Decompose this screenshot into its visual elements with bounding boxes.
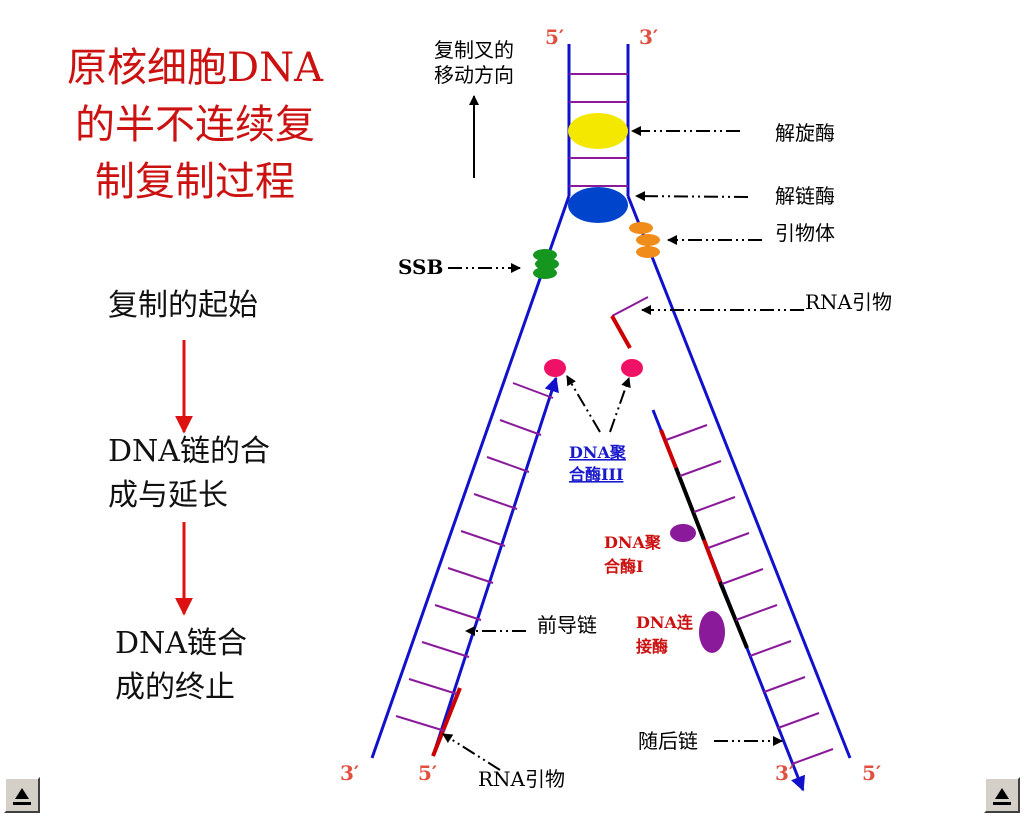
nav-base-bar [993, 802, 1011, 805]
end-label-bottom-left-inner: 5′ [418, 761, 437, 785]
triangle-up-icon [15, 788, 29, 799]
pol1-label: DNA聚 [604, 533, 662, 552]
nav-next-button[interactable] [984, 777, 1020, 813]
okazaki-primer [702, 539, 722, 583]
pol3-label: 合酶III [569, 465, 623, 484]
rna-primer-top-label: RNA引物 [805, 290, 892, 314]
base-pair-rung [763, 676, 806, 693]
fork-direction-label: 复制叉的 [434, 38, 514, 62]
ligase-icon [699, 611, 725, 653]
okazaki-fragment [718, 581, 749, 649]
base-pair-rung [473, 493, 518, 510]
unchaining-enzyme-icon [568, 187, 628, 223]
end-label-top-right: 3′ [639, 25, 658, 49]
step-initiation: 复制的起始 [108, 284, 258, 328]
end-label-bottom-right-outer: 5′ [862, 761, 881, 785]
leading-rna-primer [431, 687, 462, 757]
base-pair-rung [499, 419, 542, 436]
okazaki-primer [659, 429, 678, 469]
step-line: 成的终止 [115, 670, 235, 705]
helicase-label: 解旋酶 [775, 121, 835, 145]
step-elongation: DNA链的合 成与延长 [108, 430, 270, 518]
pol3-right-pointer-icon [609, 377, 631, 433]
pol1-icon [670, 524, 696, 542]
end-label-bottom-right-inner: 3′ [775, 761, 794, 785]
ligase-label: DNA连 [636, 613, 694, 632]
unchaining-enzyme-label: 解链酶 [775, 184, 835, 208]
base-pair-rung [693, 496, 736, 513]
rna-primer-bottom-pointer-icon [442, 733, 501, 771]
lagging-strand-rungs [665, 424, 834, 765]
base-pair-rung [735, 604, 778, 621]
lagging-strand-label: 随后链 [638, 729, 698, 753]
ssb-icon [533, 249, 559, 279]
primer-stub [611, 296, 649, 317]
parental-duplex [567, 44, 630, 196]
primosome-label: 引物体 [775, 221, 835, 245]
title-line: 原核细胞DNA [67, 45, 323, 91]
rna-primer-top [610, 296, 649, 349]
step-line: DNA链的合 [108, 434, 270, 469]
triangle-up-icon [995, 788, 1009, 799]
base-pair-rung [679, 460, 722, 477]
primer-segment [610, 315, 632, 349]
fork-direction-label: 移动方向 [434, 63, 514, 87]
unchaining-pointer-icon [635, 191, 749, 202]
pol3-leading-icon [544, 359, 566, 377]
pol1-label: 合酶I [604, 557, 644, 576]
slide-title: 原核细胞DNA 的半不连续复 制复制过程 [40, 40, 350, 211]
end-label-top-left: 5′ [545, 25, 564, 49]
lagging-template-strand [626, 195, 852, 759]
nav-base-bar [13, 802, 31, 805]
base-pair-rung [421, 641, 470, 658]
base-pair-rung [460, 530, 506, 547]
helicase-icon [568, 113, 628, 149]
nav-previous-button[interactable] [4, 777, 40, 813]
base-pair-rung [447, 567, 494, 584]
ligase-label: 接酶 [636, 637, 668, 656]
rna-primer-bottom-label: RNA引物 [478, 767, 565, 791]
base-pair-rung [395, 715, 446, 732]
leading-strand-label: 前导链 [537, 613, 597, 637]
base-pair-rung [749, 640, 792, 657]
pol3-label: DNA聚 [569, 443, 627, 462]
base-pair-rung [791, 748, 834, 765]
title-line: 制复制过程 [95, 159, 295, 205]
step-line: 成与延长 [108, 478, 228, 513]
ssb-label: SSB [398, 255, 443, 279]
base-pair-rung [707, 532, 750, 549]
base-pair-rung [665, 424, 708, 441]
base-pair-rung [486, 456, 530, 473]
base-pair-rung [434, 604, 482, 621]
base-pair-rung [721, 568, 764, 585]
base-pair-rung [408, 678, 458, 695]
base-pair-rung [777, 712, 820, 729]
primosome-icon [629, 222, 660, 258]
okazaki-fragment [674, 467, 706, 541]
end-label-bottom-left-outer: 3′ [340, 761, 359, 785]
title-line: 的半不连续复 [75, 102, 315, 148]
leading-template-strand [370, 195, 571, 759]
base-pair-rung [512, 382, 554, 399]
step-line: 复制的起始 [108, 288, 258, 323]
step-line: DNA链合 [115, 626, 247, 661]
pol3-lagging-icon [621, 359, 643, 377]
leading-strand-rungs [395, 382, 554, 732]
pol3-left-pointer-icon [566, 375, 601, 433]
step-termination: DNA链合 成的终止 [115, 622, 247, 710]
